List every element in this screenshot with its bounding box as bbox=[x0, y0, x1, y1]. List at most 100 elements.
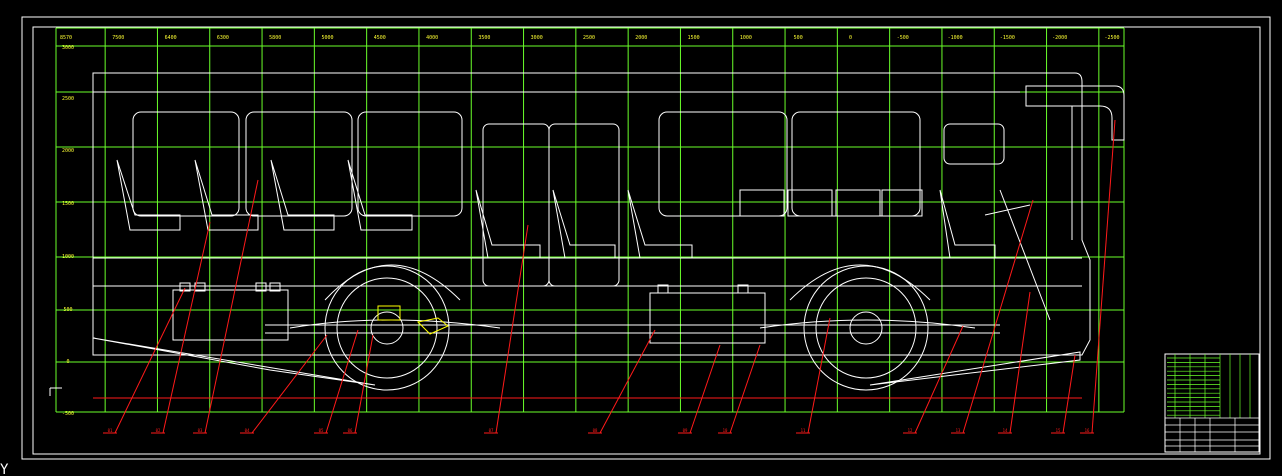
front-wheel-hub bbox=[370, 311, 404, 345]
rear-departure-wedge bbox=[869, 351, 1081, 386]
seat-6 bbox=[552, 189, 616, 259]
left-ruler-label: 3000 bbox=[62, 45, 74, 51]
steering-wheel bbox=[984, 204, 1031, 216]
top-ruler-label: -2500 bbox=[1104, 35, 1119, 41]
title-block bbox=[1164, 353, 1260, 453]
seat-block-1 bbox=[739, 189, 785, 217]
callout-number: 13 bbox=[956, 428, 961, 433]
left-ruler-label: 2000 bbox=[62, 148, 74, 154]
front-arch bbox=[324, 264, 461, 301]
callout-number: 03 bbox=[198, 428, 203, 433]
top-ruler-label: 5000 bbox=[321, 35, 333, 41]
driver-window bbox=[943, 123, 1005, 165]
leader-line bbox=[689, 344, 721, 434]
leader-line bbox=[914, 325, 964, 434]
left-ruler-label: -500 bbox=[62, 411, 74, 417]
top-ruler-label: 4500 bbox=[374, 35, 386, 41]
top-ruler-label: 2500 bbox=[583, 35, 595, 41]
battery-terminal-1 bbox=[179, 282, 191, 292]
battery-box bbox=[172, 289, 289, 341]
battery-terminal-4 bbox=[269, 282, 281, 292]
callout-number: 04 bbox=[245, 428, 250, 433]
window-3 bbox=[357, 111, 463, 217]
top-ruler-label: 2000 bbox=[635, 35, 647, 41]
steering-column bbox=[999, 189, 1051, 321]
front-approach-wedge bbox=[92, 337, 376, 386]
callout-number: 10 bbox=[723, 428, 728, 433]
top-ruler-label: 4000 bbox=[426, 35, 438, 41]
callout-number: 12 bbox=[908, 428, 913, 433]
callout-number: 14 bbox=[1003, 428, 1008, 433]
leader-line bbox=[1009, 291, 1031, 434]
leader-line bbox=[325, 329, 359, 434]
callout-number: 16 bbox=[1085, 428, 1090, 433]
coord-axis-letter: Y bbox=[0, 462, 9, 476]
ucs-axis-icon: Y bbox=[0, 387, 62, 476]
callout-number: 08 bbox=[593, 428, 598, 433]
seat-5 bbox=[475, 189, 541, 259]
reference-grid bbox=[55, 27, 1125, 413]
window-1 bbox=[132, 111, 240, 217]
rear-wheel-inner bbox=[815, 277, 917, 379]
window-2 bbox=[245, 111, 353, 217]
highlighted-part bbox=[377, 305, 449, 335]
tank-cap-2 bbox=[737, 284, 749, 294]
top-ruler-label: 8570 bbox=[60, 35, 72, 41]
window-5 bbox=[791, 111, 921, 217]
seat-3 bbox=[270, 159, 335, 231]
top-ruler-label: 6400 bbox=[165, 35, 177, 41]
leader-line bbox=[114, 287, 186, 434]
bus-body-outline bbox=[92, 72, 1091, 356]
leader-line bbox=[1062, 354, 1076, 434]
tank-cap-1 bbox=[657, 284, 669, 294]
left-ruler-label: 500 bbox=[63, 307, 72, 313]
leader-lines bbox=[114, 119, 1116, 434]
seat-block-2 bbox=[787, 189, 833, 217]
top-ruler-label: 0 bbox=[849, 35, 852, 41]
callout-number: 02 bbox=[156, 428, 161, 433]
bus-outline bbox=[92, 72, 1125, 391]
window-4 bbox=[658, 111, 788, 217]
left-ruler-label: 2500 bbox=[62, 96, 74, 102]
battery-terminal-2 bbox=[194, 282, 206, 292]
callout-number: 15 bbox=[1056, 428, 1061, 433]
top-ruler-label: -2000 bbox=[1052, 35, 1067, 41]
top-ruler-label: 7500 bbox=[112, 35, 124, 41]
rear-leaf-spring bbox=[759, 319, 976, 329]
fuel-tank bbox=[649, 292, 766, 344]
front-wheel-outer bbox=[324, 265, 450, 391]
drawing-outer-frame bbox=[21, 16, 1271, 460]
driver-seat bbox=[939, 189, 996, 259]
door-rear bbox=[548, 123, 620, 287]
callout-number: 01 bbox=[108, 428, 113, 433]
leader-line bbox=[729, 344, 761, 434]
top-ruler-label: 6300 bbox=[217, 35, 229, 41]
leader-line bbox=[807, 317, 831, 434]
drawing-inner-frame bbox=[32, 26, 1261, 455]
top-ruler-label: 1000 bbox=[740, 35, 752, 41]
seat-7 bbox=[627, 189, 693, 259]
left-ruler-label: 0 bbox=[66, 359, 69, 365]
seat-block-3 bbox=[835, 189, 881, 217]
windshield-frame bbox=[1025, 85, 1125, 141]
battery-terminal-3 bbox=[255, 282, 267, 292]
seat-block-4 bbox=[881, 189, 923, 217]
leader-line bbox=[162, 221, 211, 434]
callout-number: 06 bbox=[348, 428, 353, 433]
top-ruler-label: 500 bbox=[794, 35, 803, 41]
leader-line bbox=[204, 179, 259, 434]
callout-number: 09 bbox=[683, 428, 688, 433]
top-ruler-label: -1500 bbox=[1000, 35, 1015, 41]
rear-wheel-hub bbox=[849, 311, 883, 345]
front-leaf-spring bbox=[289, 319, 501, 329]
rear-arch bbox=[789, 264, 931, 301]
rear-wheel-outer bbox=[803, 265, 929, 391]
leader-line bbox=[354, 334, 374, 434]
top-ruler-label: 3500 bbox=[478, 35, 490, 41]
top-ruler-label: 1500 bbox=[688, 35, 700, 41]
top-ruler-label: 3000 bbox=[531, 35, 543, 41]
